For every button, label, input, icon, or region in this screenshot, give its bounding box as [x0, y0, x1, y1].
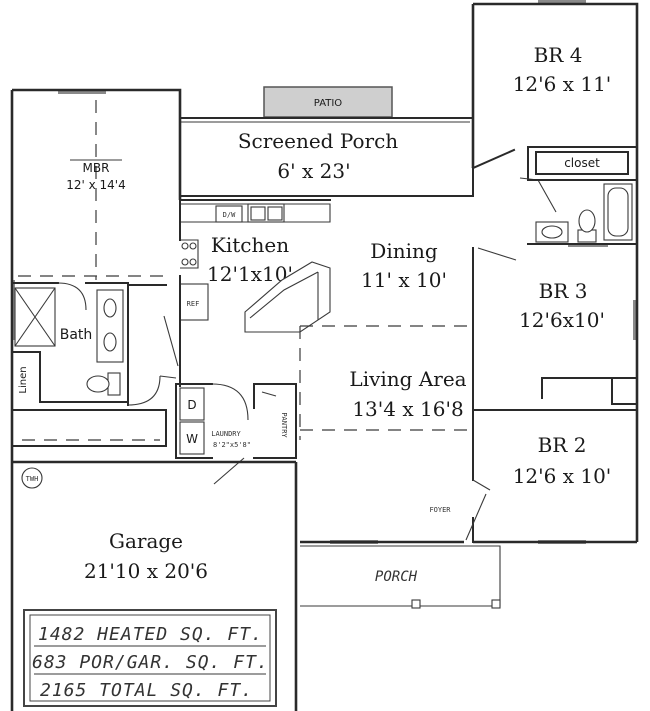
- dishwasher: [215, 205, 243, 223]
- washer-label: W: [186, 432, 198, 446]
- bedroom-3: BR 3 12'6x10': [472, 244, 639, 411]
- por-gar-sqft: 683 POR/GAR. SQ. FT.: [32, 652, 269, 673]
- dining-name: Dining: [370, 239, 438, 263]
- br4-name: BR 4: [534, 43, 583, 67]
- dining-size: 11' x 10': [361, 268, 447, 292]
- dining: Dining 11' x 10': [299, 239, 472, 440]
- dishwasher-label: D/W: [223, 211, 236, 219]
- heated-sqft: 1482 HEATED SQ. FT.: [38, 624, 263, 645]
- kitchen-island: [244, 261, 331, 333]
- total-sqft: 2165 TOTAL SQ. FT.: [40, 680, 253, 701]
- burner-icon: [181, 242, 189, 250]
- front-porch: PORCH: [300, 545, 501, 609]
- closet-name: closet: [564, 156, 600, 170]
- kitchen-size: 12'1x10': [207, 262, 293, 286]
- br2-size: 12'6 x 10': [513, 464, 612, 488]
- garage: TWH Garage 21'10 x 20'6: [10, 460, 298, 711]
- kitchen-name: Kitchen: [211, 233, 289, 257]
- laundry-size: 8'2"x5'8": [213, 441, 251, 449]
- screened-porch-name: Screened Porch: [238, 129, 398, 153]
- mbr-closet: [11, 409, 167, 447]
- dryer: [179, 387, 205, 421]
- patio: PATIO: [263, 86, 393, 118]
- screened-porch: Screened Porch 6' x 23': [179, 117, 474, 197]
- br2-name: BR 2: [538, 433, 587, 457]
- washer: [179, 421, 205, 455]
- living-size: 13'4 x 16'8: [352, 397, 463, 421]
- square-footage-summary: 1482 HEATED SQ. FT. 683 POR/GAR. SQ. FT.…: [23, 609, 277, 707]
- screened-porch-size: 6' x 23': [277, 159, 350, 183]
- toilet-icon: [86, 375, 110, 393]
- br4-size: 12'6 x 11': [513, 72, 612, 96]
- master-bath: Bath Linen: [11, 282, 177, 406]
- mbr-size: 12' x 14'4: [66, 178, 126, 192]
- br3-name: BR 3: [539, 279, 588, 303]
- bedroom-2: BR 2 12'6 x 10': [472, 409, 639, 544]
- br3-size: 12'6x10': [519, 308, 605, 332]
- mbr-name: MBR: [83, 161, 110, 175]
- hall-toilet-icon: [578, 209, 596, 233]
- pantry-label: PANTRY: [280, 412, 288, 438]
- porch-name: PORCH: [375, 569, 418, 585]
- laundry-label: LAUNDRY: [211, 430, 241, 438]
- garage-name: Garage: [109, 529, 183, 553]
- foyer: FOYER: [300, 493, 487, 544]
- dryer-label: D: [187, 398, 196, 412]
- laundry: D W LAUNDRY 8'2"x5'8" PANTRY: [175, 383, 297, 485]
- kitchen: D/W REF Kitchen 12'1x10': [179, 195, 331, 387]
- living-area: Living Area 13'4 x 16'8: [300, 367, 472, 431]
- linen-name: Linen: [18, 366, 29, 393]
- foyer-label: FOYER: [429, 506, 451, 514]
- water-heater: [21, 467, 43, 489]
- bedroom-4: BR 4 12'6 x 11' closet: [471, 2, 639, 245]
- master-bedroom: MBR 12' x 14'4: [10, 88, 182, 462]
- garage-size: 21'10 x 20'6: [84, 559, 208, 583]
- refrigerator-label: REF: [187, 300, 200, 308]
- patio-label: PATIO: [314, 98, 343, 109]
- bath-name: Bath: [60, 327, 93, 343]
- toilet-tank-icon: [107, 372, 121, 396]
- water-heater-label: TWH: [26, 475, 39, 483]
- living-name: Living Area: [349, 367, 466, 391]
